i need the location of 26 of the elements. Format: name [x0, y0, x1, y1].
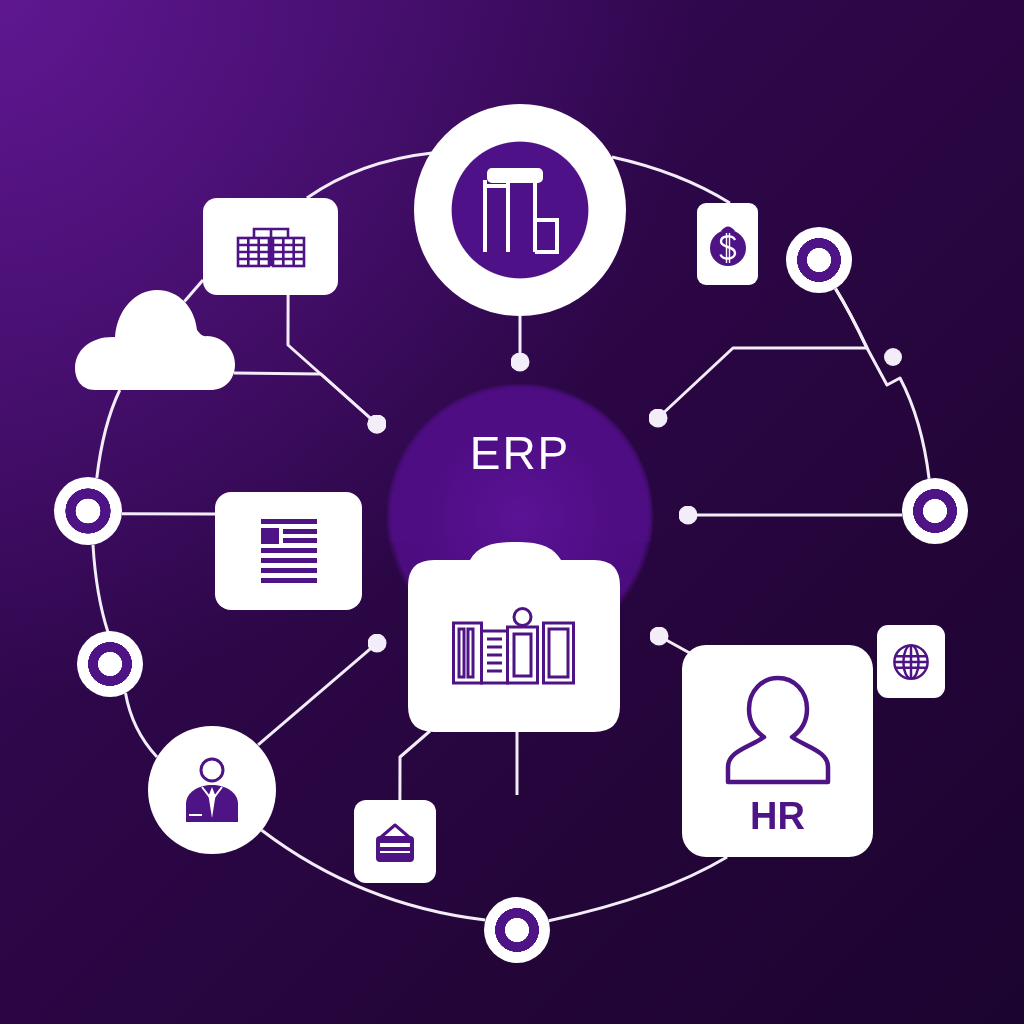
connector-line — [678, 505, 902, 525]
icon-card — [215, 492, 362, 610]
connector-line — [515, 732, 519, 795]
icon-card — [203, 198, 338, 295]
connector-line — [611, 155, 731, 205]
connector-line — [398, 729, 431, 800]
connector-line — [124, 692, 159, 758]
connector-line — [233, 371, 387, 434]
connector-line — [260, 829, 486, 922]
connector-line — [95, 389, 122, 479]
icon-card — [877, 625, 945, 698]
connector-line — [649, 626, 692, 655]
connector-line — [183, 279, 205, 303]
card-label: HR — [750, 797, 805, 835]
module-card — [682, 645, 873, 857]
icon-card — [354, 800, 436, 883]
cloud-shape — [75, 290, 235, 390]
connector-line — [91, 544, 110, 633]
connector-line — [122, 512, 215, 516]
connector-line — [257, 633, 387, 747]
icon-card — [697, 203, 758, 285]
connector-line — [510, 316, 530, 372]
connector-line — [548, 855, 728, 923]
hub-label: ERP — [469, 430, 571, 476]
connector-line — [306, 151, 433, 200]
cloud-card — [408, 542, 620, 732]
